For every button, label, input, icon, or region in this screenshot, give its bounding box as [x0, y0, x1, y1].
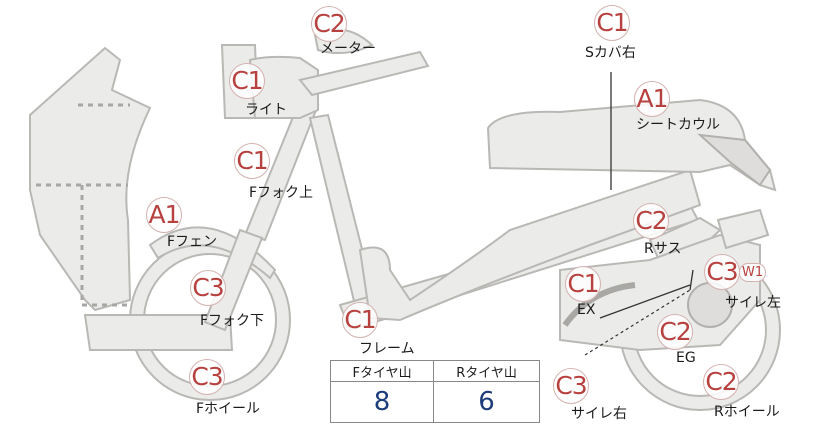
- exhaust-leader: [599, 284, 691, 319]
- muffler-right-leader: [584, 289, 691, 356]
- engine-label: EG: [676, 350, 696, 366]
- muffler-right-label: サイレ右: [571, 406, 627, 422]
- front-tire-header: Fタイヤ山: [329, 360, 435, 382]
- front-wheel-grade-badge: C3: [189, 359, 225, 395]
- seat-cowl-shape: [486, 98, 777, 192]
- muffler-left-label: サイレ左: [725, 295, 781, 311]
- light-grade-badge: C1: [229, 63, 265, 99]
- rear-wheel-label: Rホイール: [714, 404, 780, 420]
- rear-tire-header: Rタイヤ山: [433, 360, 540, 382]
- s-cover-right-grade-badge: C1: [594, 5, 630, 41]
- rear-tire-value: 6: [433, 381, 540, 423]
- handlebar-shape: [298, 50, 430, 97]
- front-fender-label: Fフェン: [167, 234, 218, 250]
- front-fork-lower-grade-badge: C3: [190, 270, 226, 306]
- seat-cowl-label: シートカウル: [636, 117, 720, 133]
- meter-grade-badge: C2: [311, 6, 347, 42]
- muffler-left-extra-badge: W1: [739, 263, 767, 282]
- front-cover-shape: [29, 46, 152, 312]
- rear-suspension-label: Rサス: [644, 241, 682, 257]
- muffler-shape: [716, 208, 770, 250]
- side-cover-shape: [358, 168, 702, 322]
- fork-upper-label: Fフォク上: [249, 185, 314, 201]
- front-tire-value: 8: [329, 381, 435, 423]
- seat-cowl-grade-badge: A1: [634, 81, 670, 117]
- muffler-right-grade-badge: C3: [553, 368, 589, 404]
- muffler-left-grade-badge: C3: [704, 254, 740, 290]
- rear-suspension-grade-badge: C2: [633, 203, 669, 239]
- muffler-right-leader-tail: [689, 269, 694, 291]
- frame-label: フレーム: [359, 341, 415, 357]
- tire-tread-table: Fタイヤ山 Rタイヤ山 8 6: [329, 360, 540, 423]
- fork-upper-grade-badge: C1: [234, 143, 270, 179]
- front-fender-shape: [148, 226, 277, 280]
- exhaust-grade-badge: C1: [565, 266, 601, 302]
- s-cover-right-label: Sカバ右: [585, 45, 636, 61]
- front-fork-lower-label: Fフォク下: [200, 313, 265, 329]
- front-cover-seam: [36, 103, 130, 307]
- exhaust-label: EX: [577, 302, 596, 318]
- rear-cowl-shape: [697, 133, 772, 187]
- footboard-shape: [83, 314, 234, 351]
- headlight-cover-shape: [248, 55, 319, 119]
- light-label: ライト: [245, 102, 287, 118]
- meter-label: メーター: [320, 41, 376, 57]
- front-wheel-label: Fホイール: [196, 401, 261, 417]
- frame-grade-badge: C1: [342, 302, 378, 338]
- engine-grade-badge: C2: [657, 314, 693, 350]
- front-fender-grade-badge: A1: [146, 197, 182, 233]
- rear-wheel-grade-badge: C2: [703, 364, 739, 400]
